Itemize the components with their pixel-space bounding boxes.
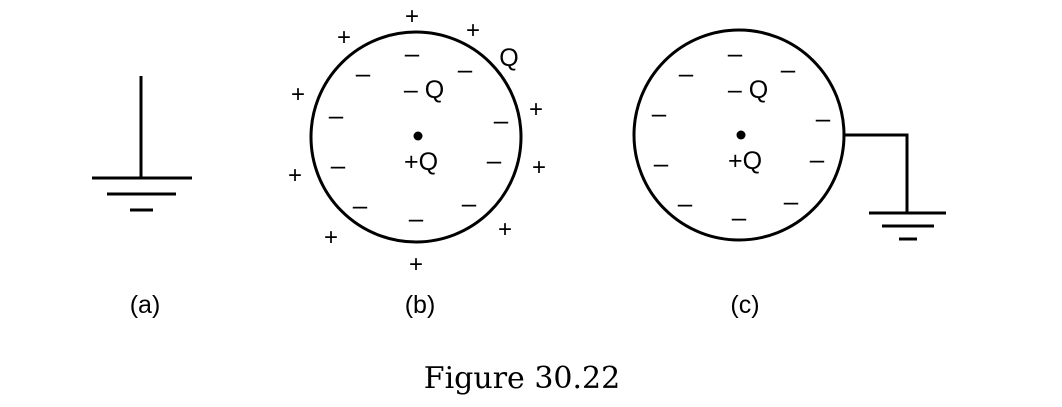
- panel-a: (a): [92, 76, 192, 319]
- figure-caption: Figure 30.22: [424, 361, 620, 396]
- inner-charge-label-b: – Q: [404, 76, 444, 104]
- minus-sign: –: [816, 103, 831, 133]
- minus-sign: –: [462, 188, 477, 218]
- minus-sign: –: [732, 202, 747, 232]
- plus-sign: +: [529, 96, 543, 123]
- plus-sign: +: [466, 17, 480, 44]
- panel-b-label: (b): [405, 291, 436, 319]
- ground-symbol-a: [92, 76, 192, 212]
- ground-symbol-c: [869, 211, 946, 241]
- center-dot-c: [736, 130, 746, 140]
- panel-c-label: (c): [730, 291, 759, 319]
- ground-wire-c: [844, 133, 909, 213]
- panel-a-label: (a): [130, 291, 161, 319]
- outer-charge-label-b: Q: [499, 44, 518, 72]
- minus-sign: –: [654, 148, 669, 178]
- minus-sign: –: [458, 54, 473, 84]
- minus-sign: –: [356, 58, 371, 88]
- minus-sign: –: [810, 144, 825, 174]
- minus-sign: –: [329, 100, 344, 130]
- minus-sign: –: [409, 203, 424, 233]
- center-charge-label-b: +Q: [404, 148, 438, 176]
- minus-sign: –: [405, 38, 420, 68]
- minus-sign: –: [781, 54, 796, 84]
- minus-sign: –: [728, 38, 743, 68]
- center-dot-b: [413, 131, 423, 141]
- minus-sign: –: [784, 186, 799, 216]
- plus-sign: +: [324, 224, 338, 251]
- panel-b: Q – Q +Q + + + + + + + + + + – – – – – –…: [288, 3, 546, 319]
- minus-sign: –: [353, 190, 368, 220]
- shell-b: [309, 30, 523, 244]
- plus-sign: +: [532, 154, 546, 181]
- inner-minus-signs-c: – – – – – – – – – –: [652, 38, 831, 232]
- minus-sign: –: [678, 188, 693, 218]
- outer-plus-signs-b: + + + + + + + + + +: [288, 3, 546, 278]
- plus-sign: +: [409, 251, 423, 278]
- plus-sign: +: [291, 81, 305, 108]
- minus-sign: –: [494, 105, 509, 135]
- minus-sign: –: [679, 58, 694, 88]
- minus-sign: –: [487, 145, 502, 175]
- minus-sign: –: [652, 98, 667, 128]
- plus-sign: +: [288, 162, 302, 189]
- minus-sign: –: [331, 150, 346, 180]
- inner-minus-signs-b: – – – – – – – – – –: [329, 38, 509, 233]
- plus-sign: +: [405, 3, 419, 30]
- panel-c: – Q +Q – – – – – – – – – – (c): [632, 28, 946, 319]
- plus-sign: +: [498, 216, 512, 243]
- plus-sign: +: [337, 24, 351, 51]
- inner-charge-label-c: – Q: [728, 76, 768, 104]
- center-charge-label-c: +Q: [728, 147, 762, 175]
